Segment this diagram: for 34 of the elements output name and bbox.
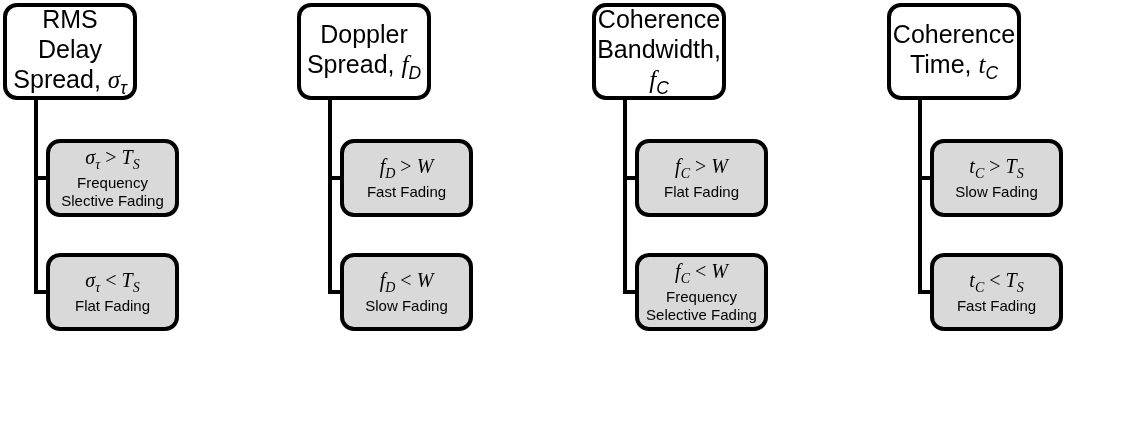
fading-type: Fast Fading	[956, 297, 1037, 316]
parameter-title: Doppler Spread, f$_{D}$	[305, 19, 423, 84]
fading-type: Slow Fading	[955, 183, 1038, 202]
connector-line	[623, 100, 635, 294]
condition-formula: t$_{C}$ < T$_{S}$	[969, 268, 1024, 297]
condition-formula: f$_{C}$ > W	[675, 154, 728, 183]
fading-type: Frequency Slective Fading	[60, 173, 165, 212]
parameter-box	[297, 3, 431, 100]
fading-type: Flat Fading	[74, 297, 150, 316]
condition-formula: t$_{C}$ > T$_{S}$	[969, 154, 1024, 183]
fading-type: Flat Fading	[663, 183, 739, 202]
condition-box	[46, 139, 179, 217]
condition-formula: σ$_{τ}$ > T$_{S}$	[85, 144, 140, 174]
condition-formula: f$_{D}$ < W	[379, 268, 434, 297]
parameter-title: Coherence Time, t$_{C}$	[892, 19, 1016, 84]
condition-box	[46, 253, 179, 331]
condition-formula: f$_{D}$ > W	[379, 154, 434, 183]
fading-type: Fast Fading	[366, 183, 447, 202]
condition-box	[340, 139, 473, 217]
condition-box	[930, 139, 1063, 217]
connector-line	[328, 100, 340, 294]
parameter-title: Coherence Bandwidth, f$_{C}$	[597, 4, 721, 99]
connector-line	[918, 100, 930, 294]
connector-line	[34, 100, 46, 294]
condition-formula: σ$_{τ}$ < T$_{S}$	[85, 268, 140, 297]
parameter-box	[887, 3, 1021, 100]
condition-box	[340, 253, 473, 331]
condition-formula: f$_{C}$ < W	[675, 258, 728, 288]
condition-box	[635, 139, 768, 217]
fading-type: Slow Fading	[365, 297, 448, 316]
condition-box	[635, 253, 768, 331]
condition-box	[930, 253, 1063, 331]
parameter-title: RMS Delay Spread, σ$_{τ}$	[12, 4, 129, 99]
fading-type: Frequency Selective Fading	[645, 287, 758, 326]
